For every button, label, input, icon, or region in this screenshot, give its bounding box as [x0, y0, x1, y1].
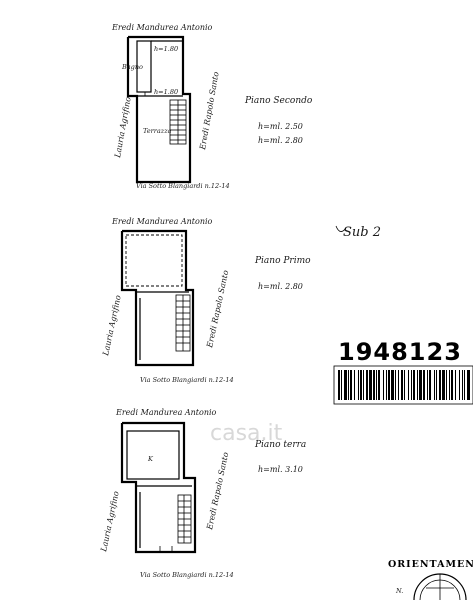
barcode-bar [373, 370, 375, 400]
barcode-bar [398, 370, 399, 400]
north-owner-label: Eredi Mandurea Antonio [115, 408, 217, 417]
level-name: Piano Secondo [244, 96, 313, 106]
barcode-bar [369, 370, 372, 400]
barcode-bar [459, 370, 460, 400]
room-label: Bagno [121, 63, 143, 71]
floor-plan-second: Eredi Mandurea Antonio Bagno Terrazza h=… [111, 23, 313, 190]
barcode-bar [383, 370, 384, 400]
barcode-bar [427, 370, 428, 400]
floor-plan-first: Eredi Mandurea Antonio Lauria Agrifino E… [101, 217, 311, 384]
outer-wall [120, 421, 197, 554]
east-owner-label: Eredi Rapolo Santo [198, 71, 221, 151]
west-owner-label: Lauria Agrifino [113, 96, 133, 159]
barcode-bar [388, 370, 390, 400]
room-label: K [147, 455, 154, 463]
barcode-bar [366, 370, 368, 400]
barcode-bar [378, 370, 380, 400]
barcode-bar [464, 370, 465, 400]
barcode-bar [350, 370, 352, 400]
barcode-bar [442, 370, 445, 400]
barcode-bar [354, 370, 355, 400]
height-label: h=ml. 2.80 [258, 136, 303, 145]
barcode-bar [344, 370, 347, 400]
barcode-frame [333, 365, 473, 405]
staircase [169, 99, 187, 145]
barcode-bar [341, 370, 342, 400]
barcode-bar [467, 370, 470, 400]
room-outline [126, 430, 180, 480]
barcode-bar [434, 370, 435, 400]
barcode-bar [462, 370, 463, 400]
barcode-bar [451, 370, 453, 400]
west-owner-label: Lauria Agrifino [101, 294, 123, 357]
barcode-bar [436, 370, 437, 400]
watermark-logo: casa.it [210, 421, 283, 446]
compass-icon [413, 573, 467, 600]
street-label: Via Sotto Blangiardi n.12-14 [140, 571, 234, 579]
barcode-bar [391, 370, 394, 400]
north-owner-label: Eredi Mandurea Antonio [111, 217, 213, 226]
barcode-bar [338, 370, 340, 400]
barcode-bar [449, 370, 450, 400]
height-label: h=ml. 3.10 [258, 465, 303, 474]
barcode-bar [376, 370, 377, 400]
east-owner-label: Eredi Rapolo Santo [205, 269, 230, 349]
orientation-label: ORIENTAMENTO [388, 559, 473, 570]
barcode-bar [363, 370, 364, 400]
sheet-mark-stroke [335, 225, 347, 232]
barcode-bar [358, 370, 359, 400]
room-label: Terrazza [143, 127, 172, 135]
room-outline [136, 40, 152, 93]
outer-wall [126, 35, 192, 184]
sheet-mark: Sub 2 [343, 225, 381, 240]
barcode-bar [417, 370, 418, 400]
level-name: Piano Primo [254, 256, 311, 266]
outer-wall [120, 229, 195, 367]
room-outline [125, 234, 183, 287]
barcode-bar [360, 370, 362, 400]
west-owner-label: Lauria Agrifino [99, 490, 121, 553]
barcode-bar [455, 370, 456, 400]
barcode-bar [411, 370, 412, 400]
barcode-bar [439, 370, 441, 400]
height-label: h=ml. 2.50 [258, 122, 303, 131]
north-owner-label: Eredi Mandurea Antonio [111, 23, 213, 32]
barcode-bar [386, 370, 387, 400]
north-mark: N. [395, 587, 403, 595]
level-name: Piano terra [254, 440, 306, 450]
east-owner-label: Eredi Rapolo Santo [205, 451, 230, 531]
barcode-bar [408, 370, 409, 400]
height-label: h=ml. 2.80 [258, 282, 303, 291]
staircase [177, 494, 192, 544]
barcode-bar [348, 370, 349, 400]
street-label: Via Sotto Blangiardi n.12-14 [136, 182, 230, 190]
barcode-bar [419, 370, 422, 400]
barcode-bar [401, 370, 403, 400]
staircase [175, 294, 191, 352]
dimension-label: h=1.80 [154, 45, 178, 53]
barcode-bar [429, 370, 431, 400]
barcode-bar [413, 370, 415, 400]
barcode-bar [423, 370, 425, 400]
barcode-bar [446, 370, 447, 400]
street-label: Via Sotto Blangiardi n.12-14 [140, 376, 234, 384]
barcode-bar [395, 370, 396, 400]
dimension-label: h=1.80 [154, 88, 178, 96]
barcode-bar [404, 370, 405, 400]
document-code: 1948123 [338, 338, 462, 366]
barcode [333, 365, 473, 405]
